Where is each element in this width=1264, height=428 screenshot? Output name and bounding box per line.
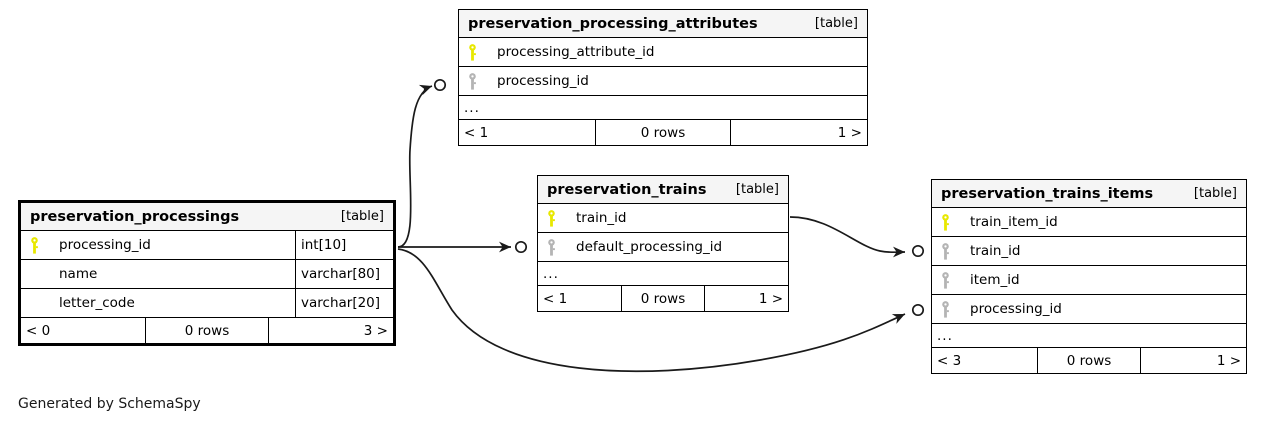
column-cell: processing_id [21, 231, 295, 259]
table-header: preservation_processing_attributes [tabl… [459, 10, 867, 38]
table-title: preservation_processing_attributes [468, 15, 758, 32]
parent-relations-count: < 1 [464, 124, 489, 141]
column-name: default_processing_id [576, 239, 723, 255]
edge-endpoint-circle [911, 244, 925, 258]
no-key-spacer [21, 260, 47, 288]
table-row[interactable]: processing_id [459, 67, 867, 96]
column-cell: train_id [932, 237, 1246, 265]
table-row[interactable]: letter_code varchar[20] [21, 289, 393, 318]
table-header: preservation_trains_items [table] [932, 180, 1246, 208]
more-columns-indicator: ... [932, 324, 1246, 348]
edge-processings-to-processing-attributes [397, 84, 433, 248]
table-preservation-trains-items[interactable]: preservation_trains_items [table] train_… [931, 179, 1247, 374]
table-title: preservation_processings [30, 208, 240, 225]
table-row[interactable]: train_item_id [932, 208, 1246, 237]
edge-trains-to-trains-items [789, 216, 906, 258]
parent-relations-count: < 3 [937, 352, 962, 369]
column-cell: name [21, 260, 295, 288]
primary-key-icon [932, 208, 958, 236]
column-name: processing_id [59, 237, 151, 253]
column-cell: processing_id [459, 67, 867, 95]
column-cell: letter_code [21, 289, 295, 317]
table-row[interactable]: train_id [538, 204, 788, 233]
table-footer: < 0 0 rows 3 > [21, 318, 393, 343]
row-count: 0 rows [595, 120, 731, 145]
column-cell: default_processing_id [538, 233, 788, 261]
column-type: int[10] [295, 231, 393, 259]
generated-by-credit: Generated by SchemaSpy [18, 396, 201, 412]
table-preservation-trains[interactable]: preservation_trains [table] train_id [537, 175, 789, 312]
column-name: train_id [576, 210, 627, 226]
edge-endpoint-circle [433, 78, 447, 92]
child-relations-count: 1 > [1216, 352, 1242, 369]
edge-processings-to-trains-items [397, 248, 906, 373]
foreign-key-icon [459, 67, 485, 95]
table-kind-label: [table] [814, 16, 858, 31]
table-title: preservation_trains_items [941, 185, 1154, 202]
column-name: name [59, 266, 98, 282]
table-row[interactable]: processing_id int[10] [21, 231, 393, 260]
table-preservation-processings[interactable]: preservation_processings [table] process… [18, 200, 396, 346]
primary-key-icon [21, 231, 47, 259]
foreign-key-icon [932, 237, 958, 265]
column-name: item_id [970, 272, 1020, 288]
row-count: 0 rows [1036, 348, 1142, 373]
child-relations-count: 3 > [363, 322, 388, 339]
primary-key-icon [459, 38, 485, 66]
column-cell: train_item_id [932, 208, 1246, 236]
table-kind-label: [table] [340, 209, 384, 224]
parent-relations-count: < 0 [26, 322, 51, 339]
child-relations-count: 1 > [758, 290, 784, 307]
table-title: preservation_trains [547, 181, 707, 198]
column-name: letter_code [59, 295, 135, 311]
primary-key-icon [538, 204, 564, 232]
no-key-spacer [21, 289, 47, 317]
table-header: preservation_trains [table] [538, 176, 788, 204]
column-name: processing_attribute_id [497, 44, 655, 60]
table-row[interactable]: train_id [932, 237, 1246, 266]
table-footer: < 1 0 rows 1 > [459, 120, 867, 145]
row-count: 0 rows [621, 286, 705, 311]
foreign-key-icon [932, 266, 958, 294]
column-type: varchar[80] [295, 260, 393, 288]
column-name: train_item_id [970, 214, 1058, 230]
table-header: preservation_processings [table] [21, 203, 393, 231]
table-footer: < 3 0 rows 1 > [932, 348, 1246, 373]
more-columns-indicator: ... [459, 96, 867, 120]
table-row[interactable]: item_id [932, 266, 1246, 295]
column-cell: processing_id [932, 295, 1246, 323]
table-row[interactable]: processing_id [932, 295, 1246, 324]
more-columns-indicator: ... [538, 262, 788, 286]
table-row[interactable]: default_processing_id [538, 233, 788, 262]
foreign-key-icon [538, 233, 564, 261]
column-cell: item_id [932, 266, 1246, 294]
child-relations-count: 1 > [837, 124, 862, 141]
edge-endpoint-circle [514, 240, 528, 254]
column-type: varchar[20] [295, 289, 393, 317]
row-count: 0 rows [145, 318, 269, 343]
table-kind-label: [table] [1193, 186, 1237, 201]
table-row[interactable]: name varchar[80] [21, 260, 393, 289]
column-name: processing_id [497, 73, 589, 89]
table-kind-label: [table] [735, 182, 779, 197]
column-name: train_id [970, 243, 1021, 259]
column-cell: processing_attribute_id [459, 38, 867, 66]
foreign-key-icon [932, 295, 958, 323]
edge-endpoint-circle [911, 303, 925, 317]
table-row[interactable]: processing_attribute_id [459, 38, 867, 67]
column-cell: train_id [538, 204, 788, 232]
column-name: processing_id [970, 301, 1062, 317]
parent-relations-count: < 1 [543, 290, 568, 307]
table-footer: < 1 0 rows 1 > [538, 286, 788, 311]
table-preservation-processing-attributes[interactable]: preservation_processing_attributes [tabl… [458, 9, 868, 146]
